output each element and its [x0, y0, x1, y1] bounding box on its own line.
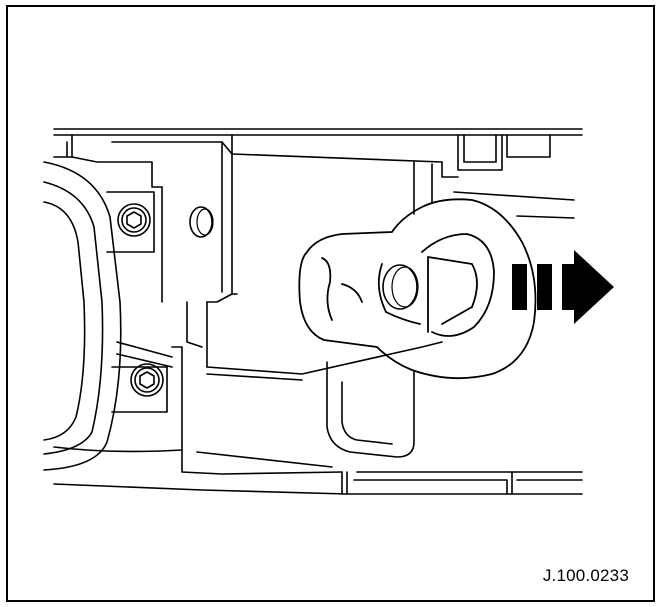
figure-frame: J.100.0233: [6, 5, 655, 602]
left-housing: [43, 161, 122, 471]
tow-eye-head: [382, 264, 419, 310]
figure-reference-code: J.100.0233: [542, 566, 629, 585]
upper-screw: [106, 191, 155, 253]
technical-illustration: [43, 128, 614, 495]
mounting-plate: [53, 134, 433, 368]
tow-eye-lever: [298, 198, 537, 380]
lower-body: [53, 341, 583, 495]
plate-hole: [189, 206, 213, 238]
lower-screw: [111, 341, 183, 443]
direction-arrow-icon: [512, 250, 614, 324]
upper-bracket: [441, 134, 575, 219]
